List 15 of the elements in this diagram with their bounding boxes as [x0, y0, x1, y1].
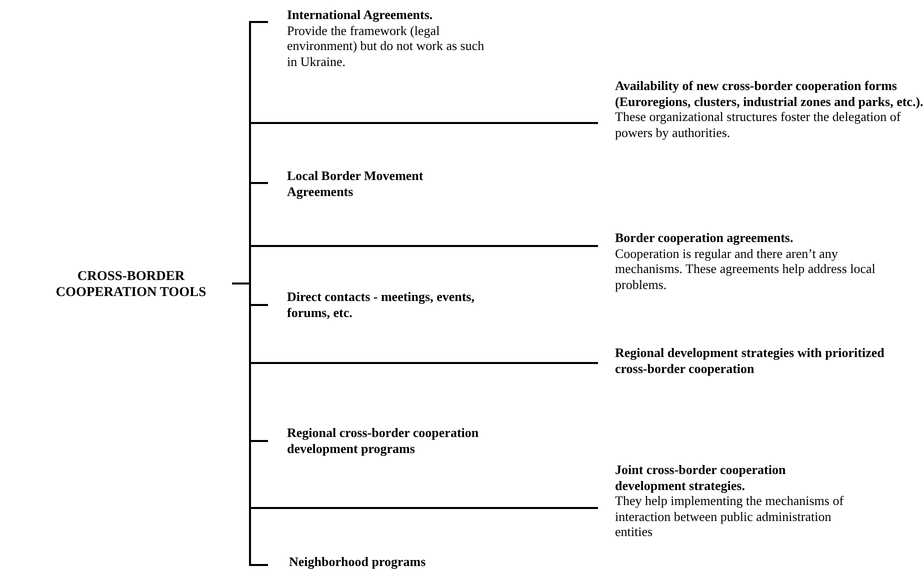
item-title: International Agreements. — [287, 7, 434, 22]
item-description: Provide the framework (legal environment) but do not work as such in Ukraine. — [287, 22, 486, 69]
item-title: Joint cross-border cooperation development strategies. — [615, 462, 787, 493]
item-description: They help implementing the mechanisms of interaction between public administration entities — [615, 493, 845, 540]
item-description: These organizational structures foster the delegation of powers by authorities. — [615, 109, 902, 140]
item-title: Border cooperation agreements. — [615, 230, 794, 246]
item-title: Neighborhood programs — [289, 554, 427, 570]
connector-line — [232, 282, 268, 566]
item-title: Regional development strategies with prioritized cross-border cooperation — [615, 345, 886, 376]
item-title: Local Border Movement Agreements — [287, 168, 424, 199]
item-title: Availability of new cross-border cooperation forms (Euroregions, clusters, industrial zones and parks, etc.). — [615, 78, 924, 109]
root-title: CROSS-BORDER COOPERATION TOOLS — [54, 268, 208, 299]
item-description: Cooperation is regular and there aren’t any mechanisms. These agreements help address local problems. — [615, 246, 876, 292]
item-title: Direct contacts - meetings, events, forums, etc. — [287, 289, 476, 320]
item-title: Regional cross-border cooperation development programs — [287, 425, 480, 456]
